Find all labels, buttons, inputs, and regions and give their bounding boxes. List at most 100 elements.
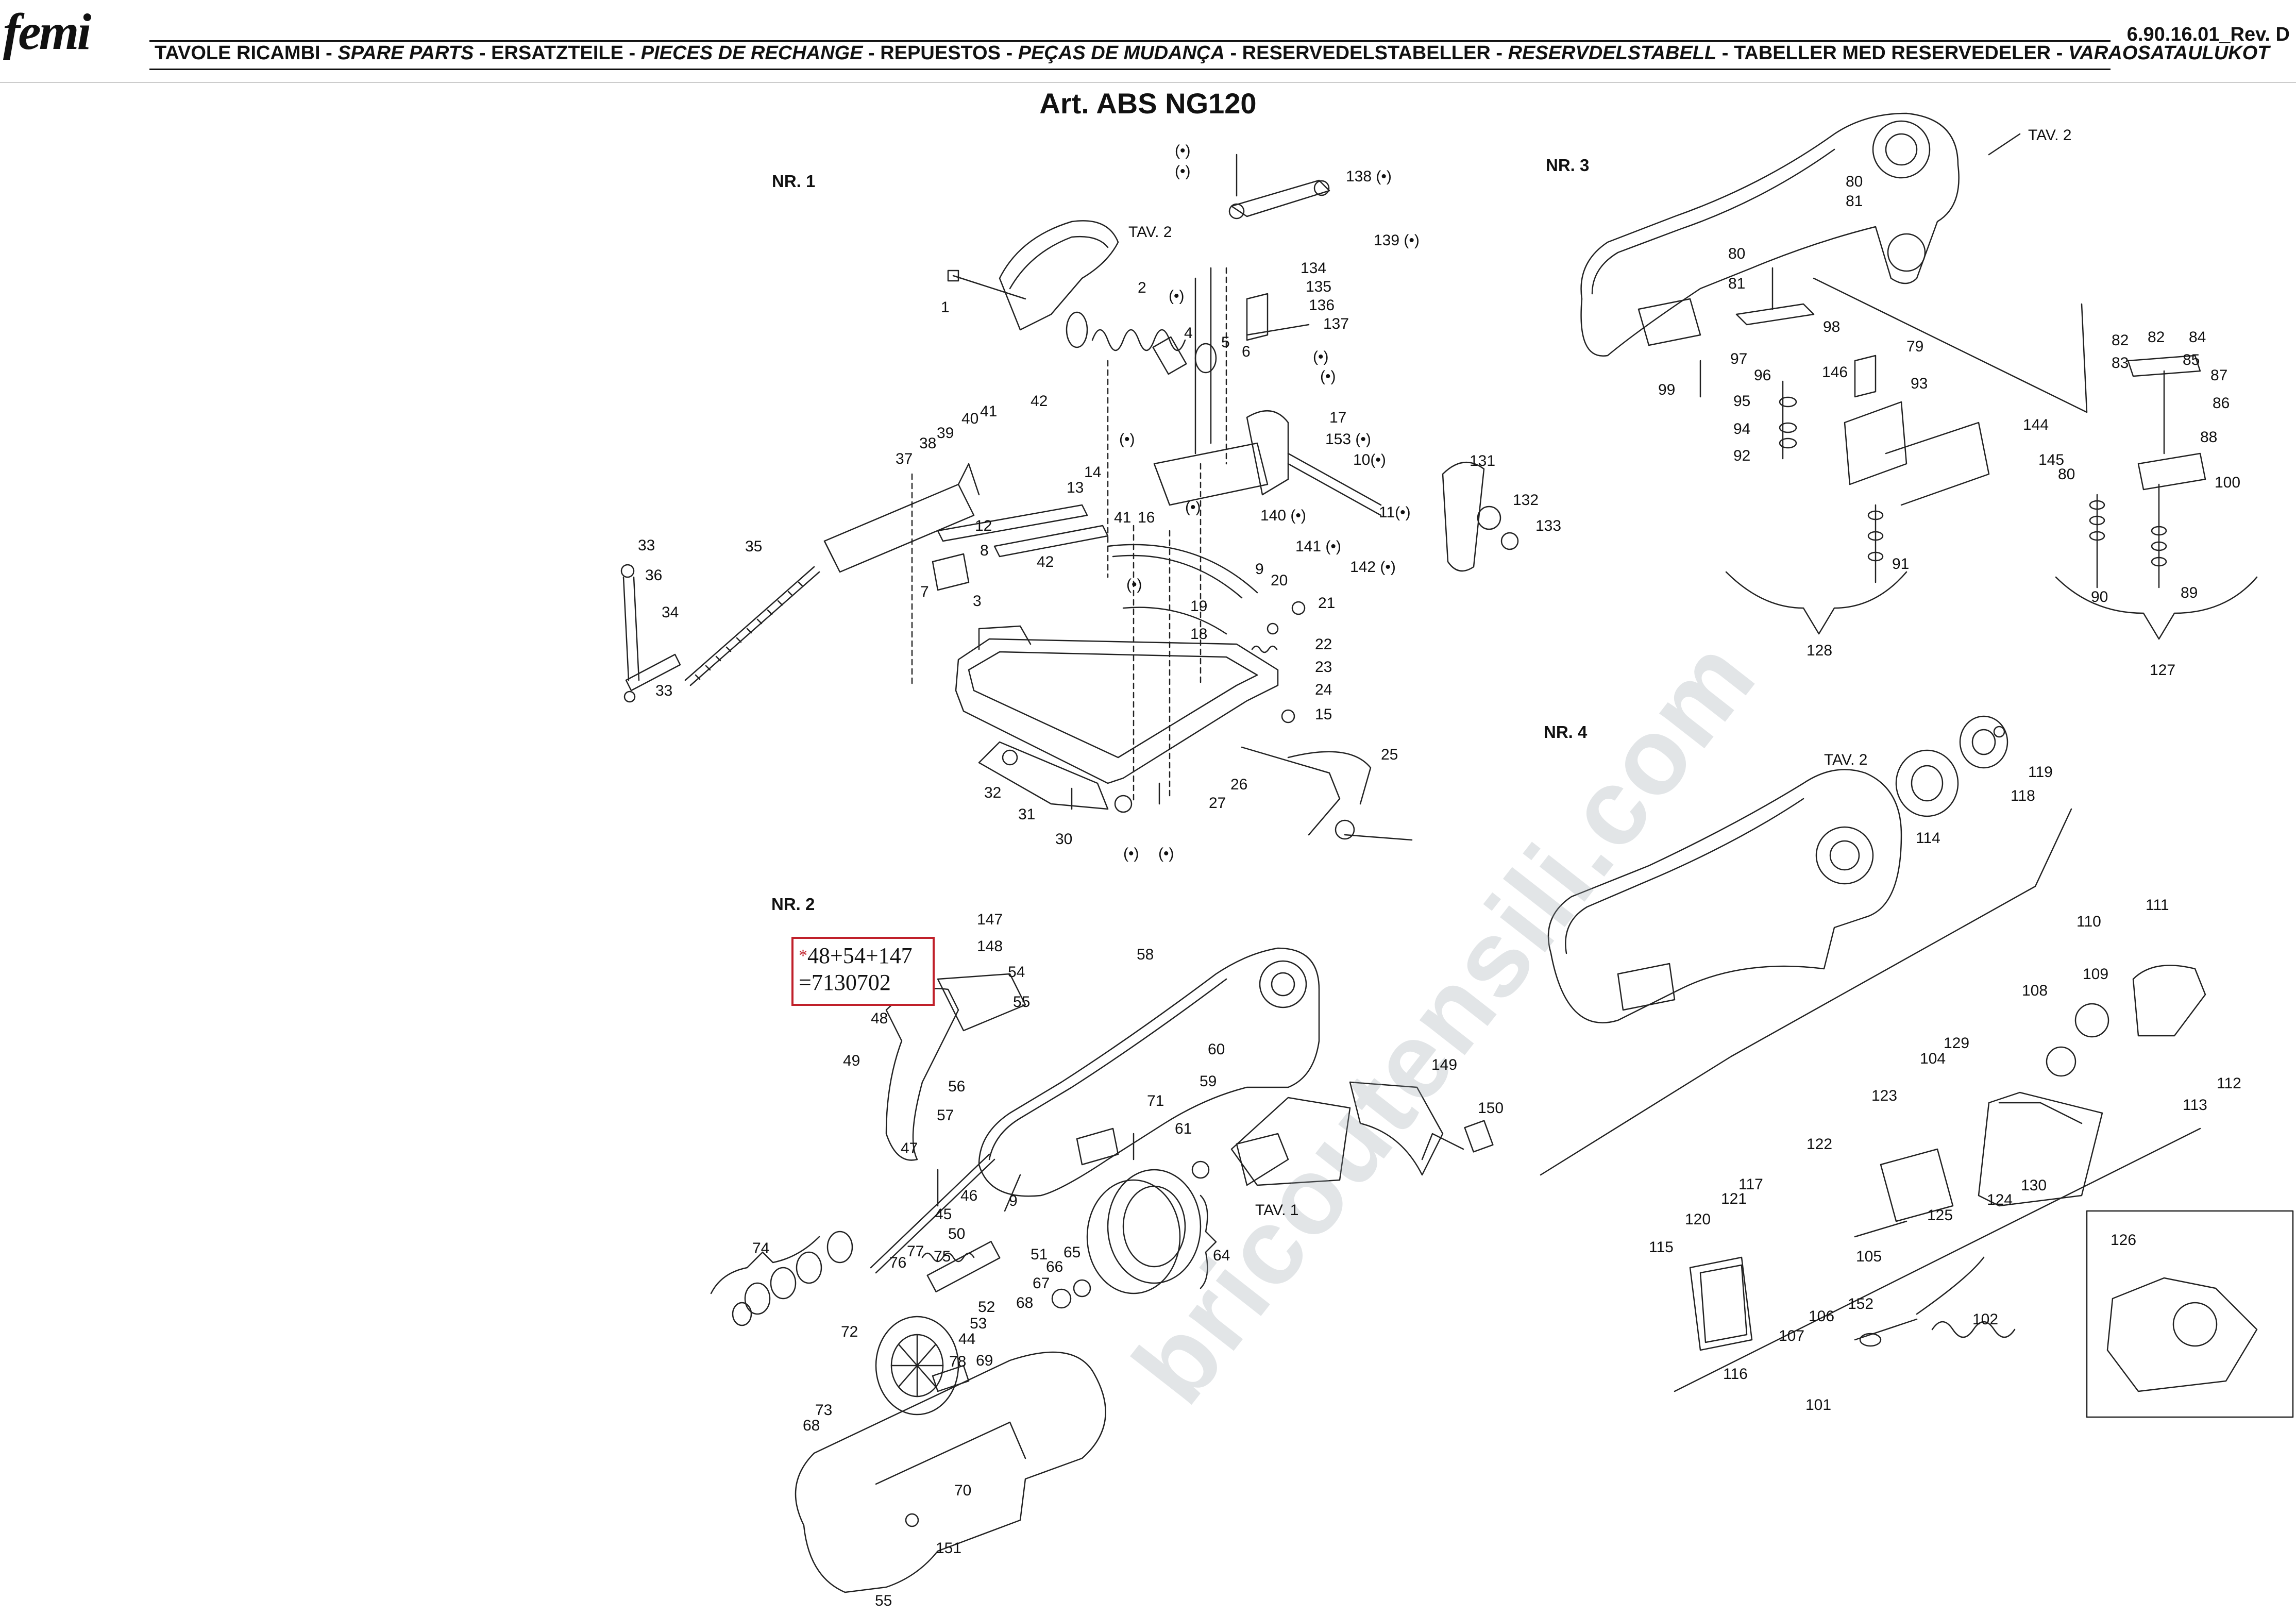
callout-n4-102: 102 (1972, 1311, 1999, 1328)
callout-n3-127: 127 (2150, 662, 2176, 679)
callout-n2-60: 60 (1208, 1041, 1225, 1058)
callout-n2-149: 149 (1431, 1056, 1458, 1073)
callout-n4-112: 112 (2217, 1075, 2241, 1092)
callout-n4-tav2: TAV. 2 (1824, 751, 1868, 768)
callout-n1-138: 138 (•) (1346, 168, 1392, 185)
callout-n3-83: 83 (2112, 355, 2129, 372)
header-title-part: - (1000, 42, 1018, 64)
callout-n2-58: 58 (1137, 946, 1154, 963)
callout-n4-126: 126 (2111, 1232, 2137, 1249)
callout-n3-92: 92 (1733, 447, 1751, 464)
nr1-assembly (621, 155, 1518, 840)
callout-n3-81b: 81 (1728, 275, 1746, 292)
callout-n4-111: 111 (2146, 897, 2169, 914)
callout-n4-125: 125 (1927, 1207, 1953, 1224)
callout-n1-dot-f: (•) (1119, 431, 1135, 448)
callout-n1-137: 137 (1323, 315, 1349, 332)
callout-n1-dot-d: (•) (1313, 348, 1329, 365)
callout-n1-30: 30 (1055, 831, 1073, 848)
callout-n4-120: 120 (1685, 1211, 1711, 1228)
callout-n3-82a: 82 (2112, 332, 2129, 349)
callout-n1-33b: 33 (655, 682, 673, 699)
callout-n4-119: 119 (2028, 764, 2053, 781)
callout-n1-33a: 33 (638, 537, 655, 554)
callout-n2-68b: 68 (803, 1417, 820, 1434)
callout-n3-95: 95 (1733, 393, 1751, 410)
callout-n1-16: 16 (1138, 509, 1155, 526)
callout-n2-46: 46 (960, 1187, 978, 1204)
nr3-assembly (1581, 113, 2257, 639)
callout-n1-134: 134 (1301, 260, 1327, 277)
callout-n2-48: 48 (871, 1010, 888, 1027)
callout-n1-140: 140 (•) (1260, 507, 1306, 524)
callout-n2-57: 57 (937, 1107, 954, 1124)
callout-n1-32: 32 (984, 784, 1002, 801)
callout-n1-41a: 41 (980, 403, 998, 420)
section-label-nr1: NR. 1 (772, 172, 816, 191)
callout-n3-89: 89 (2181, 584, 2198, 601)
callout-n1-35: 35 (745, 538, 763, 555)
callout-n1-3: 3 (973, 593, 982, 610)
callout-n4-122: 122 (1807, 1136, 1833, 1153)
callout-n4-121: 121 (1721, 1190, 1747, 1207)
callout-n2-77: 77 (907, 1243, 924, 1260)
callout-n4-117: 117 (1738, 1176, 1763, 1193)
callout-n1-dot-a: (•) (1175, 142, 1191, 159)
callout-n2-66: 66 (1046, 1258, 1063, 1275)
article-title: Art. ABS NG120 (1039, 87, 1257, 120)
callout-n1-31: 31 (1018, 806, 1036, 823)
callout-n2-56: 56 (948, 1078, 966, 1095)
callout-n4-130: 130 (2021, 1177, 2047, 1194)
callout-n2-61: 61 (1175, 1120, 1192, 1137)
callout-n2-51: 51 (1031, 1246, 1048, 1263)
callout-n3-80b: 80 (1728, 245, 1746, 262)
callout-n2-52: 52 (978, 1299, 995, 1316)
callout-n1-dot-b: (•) (1175, 163, 1191, 180)
callout-n3-80c: 80 (2058, 466, 2075, 483)
header-title-part: REPUESTOS (880, 42, 1001, 64)
callout-n3-94: 94 (1733, 420, 1751, 437)
callout-n2-72: 72 (841, 1323, 858, 1340)
callout-n2-78: 78 (949, 1353, 967, 1370)
header-title-part: - (623, 42, 641, 64)
header-title-part: VARAOSATAULUKOT (2068, 42, 2270, 64)
callout-n2-67: 67 (1033, 1275, 1050, 1292)
kit-note-line2: =7130702 (799, 970, 891, 995)
callout-n1-4: 4 (1184, 325, 1193, 342)
callout-n2-74: 74 (752, 1240, 770, 1257)
callout-n4-123: 123 (1871, 1087, 1898, 1104)
callout-n1-15: 15 (1315, 706, 1332, 723)
callout-n3-85: 85 (2183, 351, 2200, 368)
callout-n1-12: 12 (975, 517, 992, 534)
callout-n2-69: 69 (976, 1352, 993, 1369)
callout-n2-44: 44 (958, 1331, 976, 1348)
header-title-part: PEÇAS DE MUDANÇA (1018, 42, 1225, 64)
callout-n4-101: 101 (1805, 1396, 1832, 1413)
header-title-part: - (320, 42, 338, 64)
callout-n3-87: 87 (2210, 367, 2228, 384)
callout-n4-107: 107 (1779, 1327, 1805, 1344)
callout-n1-40: 40 (961, 410, 979, 427)
callout-n1-141: 141 (•) (1295, 538, 1341, 555)
callout-n3-84: 84 (2189, 329, 2206, 346)
callout-n1-tav2: TAV. 2 (1128, 224, 1172, 241)
callout-n1-153: 153 (•) (1325, 431, 1371, 448)
document-code: 6.90.16.01_Rev. D (2126, 24, 2290, 45)
callout-n2-59: 59 (1200, 1073, 1217, 1090)
callout-n2-9: 9 (1009, 1192, 1018, 1209)
callout-n1-27: 27 (1209, 795, 1226, 812)
callout-n1-142: 142 (•) (1350, 559, 1396, 576)
callout-n1-36: 36 (645, 567, 663, 584)
callout-n1-1: 1 (941, 299, 950, 316)
callout-n1-21: 21 (1318, 595, 1336, 612)
callout-n1-23: 23 (1315, 659, 1332, 676)
section-label-nr3: NR. 3 (1546, 156, 1590, 175)
header-title: TAVOLE RICAMBI - SPARE PARTS - ERSATZTEI… (155, 42, 2269, 64)
callout-n1-11: 11(•) (1379, 504, 1411, 521)
callout-n4-106: 106 (1809, 1308, 1835, 1325)
callout-n1-131: 131 (1470, 452, 1496, 469)
callout-n4-129: 129 (1944, 1035, 1970, 1052)
femi-logo: femi (3, 2, 127, 60)
header-title-part: - (1490, 42, 1508, 64)
